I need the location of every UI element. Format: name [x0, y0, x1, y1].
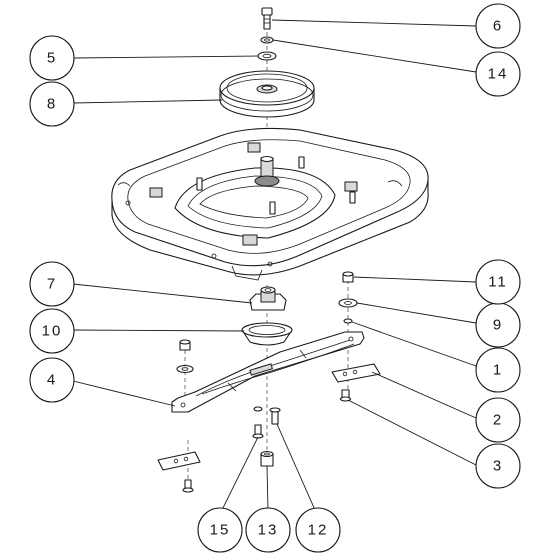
callout-15: 15: [197, 507, 243, 553]
svg-text:2: 2: [493, 412, 503, 429]
svg-text:3: 3: [493, 458, 503, 475]
callout-3: 3: [475, 443, 521, 489]
callout-9: 9: [475, 302, 521, 348]
callout-13: 13: [245, 507, 291, 553]
callout-10: 10: [29, 308, 75, 354]
callout-1: 1: [475, 347, 521, 393]
right-blade-tip: [331, 363, 381, 383]
svg-text:9: 9: [493, 317, 503, 334]
svg-text:12: 12: [308, 522, 329, 539]
right-nut: [342, 271, 354, 283]
mower-deck: [111, 127, 429, 281]
blade-boss: [241, 322, 293, 346]
small-washer: [260, 36, 274, 44]
svg-text:7: 7: [47, 276, 57, 293]
svg-text:5: 5: [47, 50, 57, 67]
svg-text:11: 11: [488, 274, 508, 291]
svg-text:10: 10: [42, 323, 63, 340]
right-washer: [338, 298, 358, 308]
callout-8: 8: [29, 81, 75, 127]
center-fasteners: [252, 406, 281, 467]
right-lock-washer: [343, 318, 353, 324]
svg-text:8: 8: [47, 96, 57, 113]
blade-bar: [171, 331, 365, 413]
pulley: [219, 70, 315, 118]
top-bolt: [261, 7, 273, 30]
svg-text:4: 4: [47, 372, 57, 389]
callout-4: 4: [29, 357, 75, 403]
svg-text:13: 13: [258, 522, 279, 539]
left-nut-and-washer: [176, 339, 194, 374]
callout-7: 7: [29, 261, 75, 307]
spacer-washer: [257, 51, 277, 61]
svg-text:1: 1: [493, 362, 503, 379]
leader-lines: [72, 19, 477, 511]
bearing-housing: [249, 286, 287, 311]
callout-14: 14: [475, 51, 521, 97]
left-blade-tip: [157, 451, 201, 493]
callout-6: 6: [475, 3, 521, 49]
right-tip-bolt: [339, 389, 352, 402]
callout-2: 2: [475, 397, 521, 443]
callout-11: 11: [475, 259, 521, 305]
svg-text:6: 6: [493, 18, 503, 35]
svg-text:15: 15: [210, 522, 231, 539]
callout-12: 12: [295, 507, 341, 553]
svg-text:14: 14: [488, 66, 509, 83]
callout-5: 5: [29, 35, 75, 81]
